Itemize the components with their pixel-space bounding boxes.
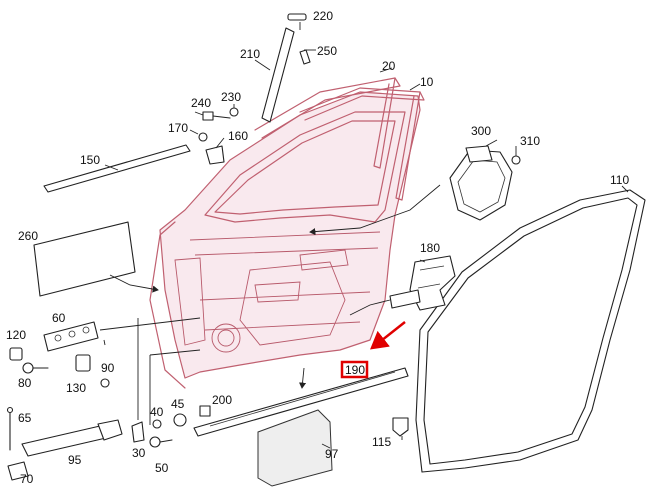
label-180: 180: [420, 241, 440, 255]
label-190: 190: [345, 363, 365, 377]
label-160: 160: [228, 129, 248, 143]
label-200: 200: [212, 393, 232, 407]
label-240: 240: [191, 96, 211, 110]
label-65: 65: [18, 411, 32, 425]
clip-220: [287, 13, 307, 21]
highlight-box-190: [340, 360, 369, 379]
label-70: 70: [20, 472, 34, 486]
label-260: 260: [18, 229, 38, 243]
label-10: 10: [420, 75, 434, 89]
label-220: 220: [313, 9, 333, 23]
label-230: 230: [221, 90, 241, 104]
door-seal-110: [415, 189, 646, 473]
check-strap-95: [21, 419, 123, 457]
label-45: 45: [171, 397, 185, 411]
label-250: 250: [317, 44, 337, 58]
clip-170: [198, 132, 208, 142]
belt-strip-150: [43, 144, 191, 193]
label-20: 20: [382, 59, 396, 73]
pin-65: [6, 406, 14, 451]
label-170: 170: [168, 121, 188, 135]
bushing-70: [7, 461, 29, 481]
bolt-240: [202, 111, 231, 121]
bolt-90: [100, 378, 110, 388]
liner-panel-97: [257, 409, 333, 487]
clip-115: [392, 417, 409, 437]
label-300: 300: [471, 124, 491, 138]
clip-200: [199, 405, 211, 417]
label-60: 60: [52, 311, 66, 325]
bolt-50: [149, 436, 173, 448]
label-30: 30: [132, 446, 146, 460]
window-seal-10: [299, 87, 425, 201]
label-120: 120: [6, 328, 26, 342]
label-90: 90: [101, 361, 115, 375]
mirror-cover-300: [449, 145, 513, 221]
handle-bracket-60: [43, 321, 99, 352]
label-80: 80: [18, 376, 32, 390]
clip-250: [299, 49, 311, 65]
leader-lines: [99, 22, 629, 449]
sill-strip-190: [193, 367, 409, 437]
label-310: 310: [520, 134, 540, 148]
sound-pad-260: [33, 221, 136, 297]
bolt-80: [22, 362, 49, 374]
bracket-180: [389, 255, 456, 311]
label-150: 150: [80, 153, 100, 167]
label-130: 130: [66, 381, 86, 395]
label-50: 50: [155, 461, 169, 475]
bolt-30: [131, 421, 145, 443]
label-40: 40: [150, 405, 164, 419]
cap-45: [173, 413, 187, 427]
nut-230: [229, 107, 239, 117]
clip-40: [152, 419, 162, 429]
trim-210: [261, 27, 295, 123]
clip-310: [511, 155, 521, 165]
clip-120: [9, 347, 23, 361]
label-95: 95: [68, 453, 82, 467]
bracket-160: [205, 145, 225, 165]
label-115: 115: [372, 435, 391, 449]
label-110: 110: [610, 173, 629, 187]
clip-130: [75, 354, 91, 372]
part-labels: 220 210 250 20 10 240 230 170 160 150 30…: [6, 9, 629, 486]
label-97: 97: [325, 447, 339, 461]
label-210: 210: [240, 47, 260, 61]
window-seal-20: [254, 77, 401, 169]
